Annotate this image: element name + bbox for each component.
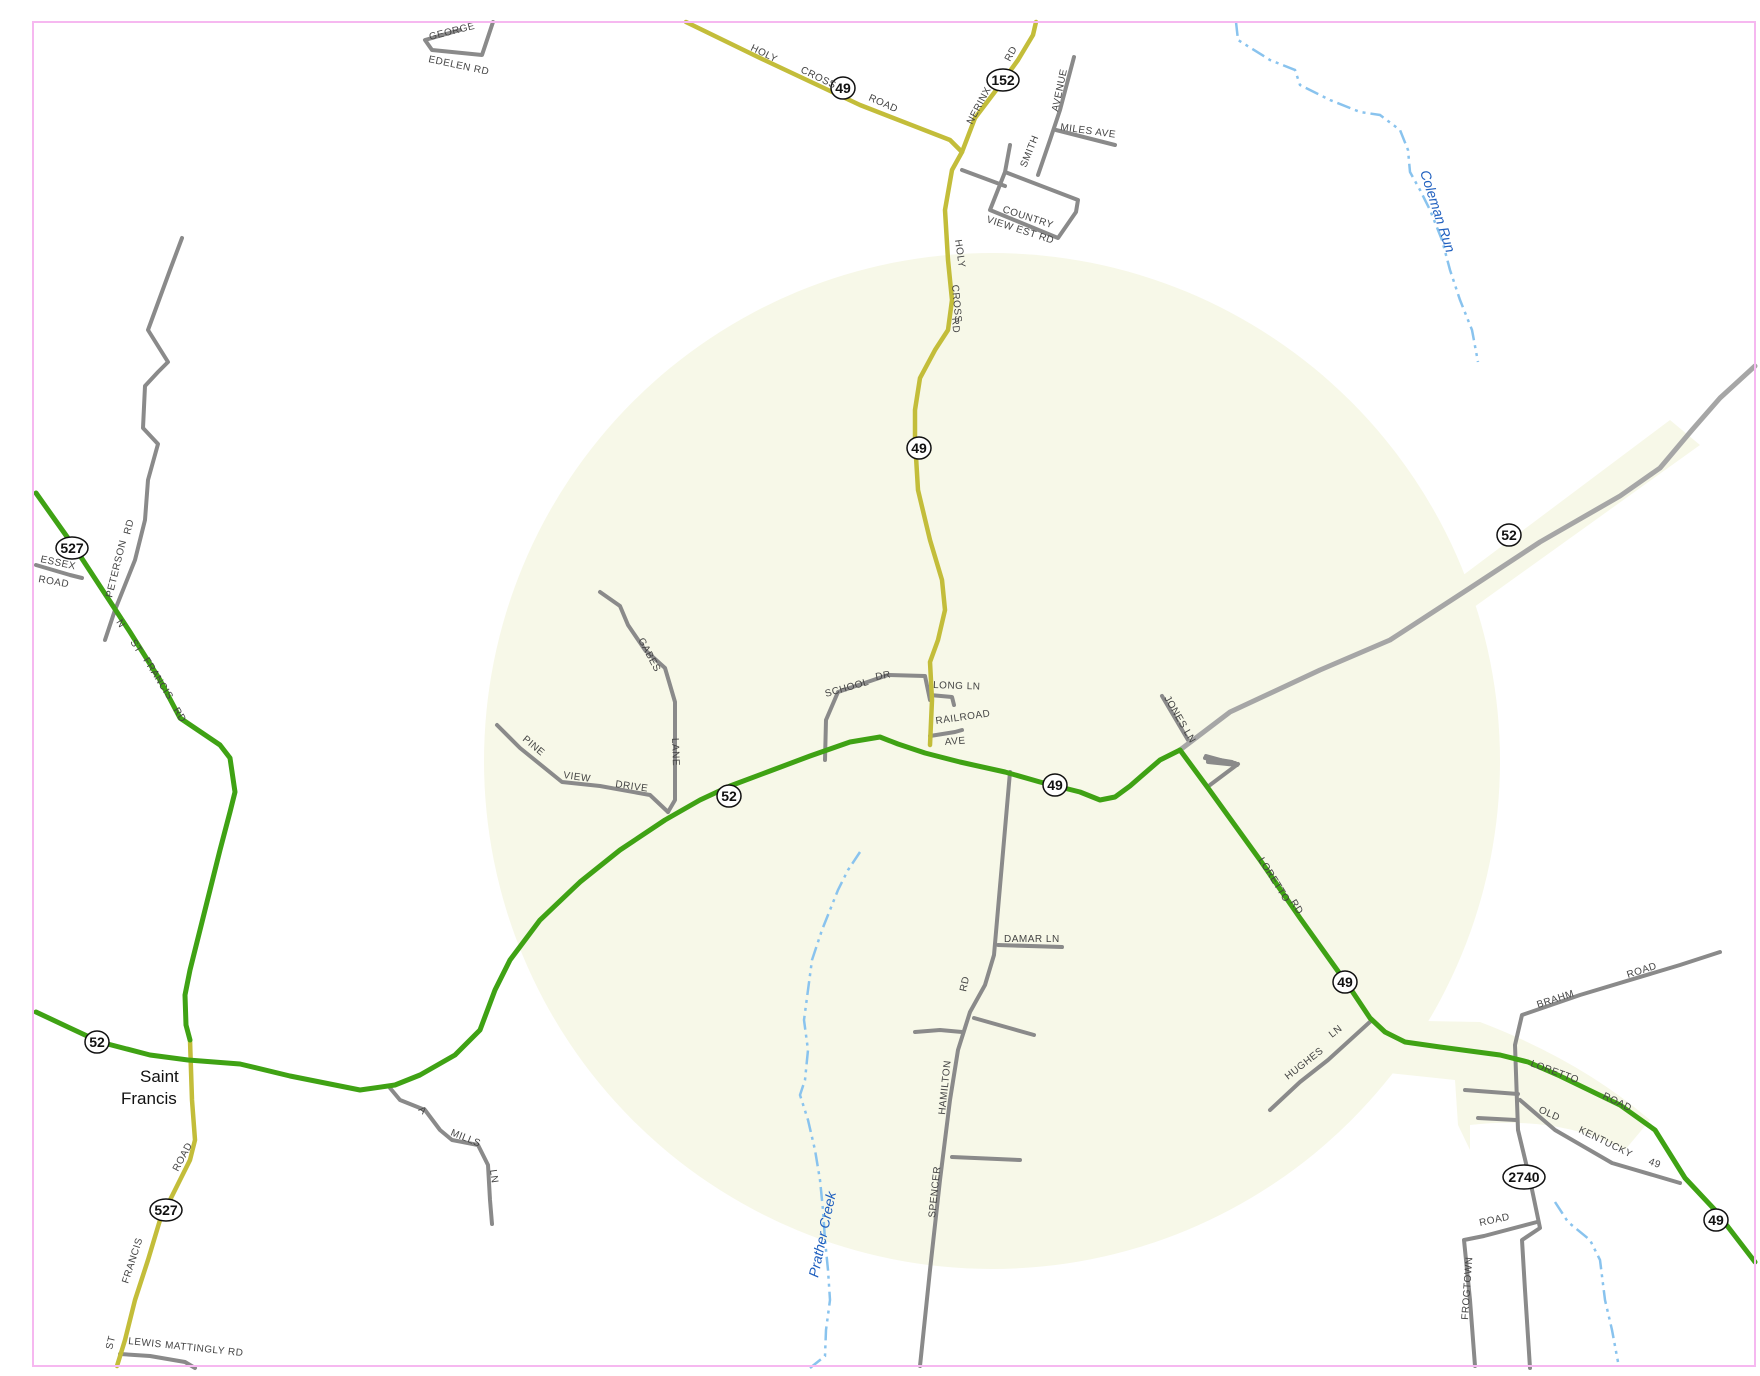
route-shield: 527 [149, 1198, 183, 1222]
route-shield: 49 [1332, 970, 1358, 994]
svg-text:152: 152 [991, 72, 1015, 88]
route-49-loretto [1177, 747, 1758, 1265]
highlight-area [484, 253, 1700, 1269]
stream-label: Coleman Run [1417, 168, 1459, 255]
svg-text:49: 49 [835, 80, 851, 96]
road-label: ST [104, 1335, 118, 1351]
road-label: RD [949, 317, 961, 333]
road-label: VIEW [563, 770, 592, 785]
shields: 49 152 49 52 49 52 527 52 49 527 2740 49 [55, 68, 1729, 1232]
route-shield: 49 [906, 436, 932, 460]
southeast-stream [1553, 1201, 1620, 1363]
prather-creek-stream [798, 851, 862, 1369]
road-label: FROGTOWN [1460, 1256, 1475, 1320]
svg-text:527: 527 [154, 1202, 178, 1218]
road-label: LONG LN [933, 680, 981, 693]
road-label: DAMAR LN [1004, 934, 1060, 945]
svg-text:52: 52 [89, 1034, 105, 1050]
route-shield: 49 [830, 76, 856, 100]
road-label: EDELEN RD [427, 54, 490, 78]
road-label: FRANCIS [140, 656, 174, 702]
road-label: GEORGE [428, 21, 476, 43]
road-label: DR [875, 669, 892, 683]
svg-text:527: 527 [60, 540, 84, 556]
route-52-east [1177, 363, 1758, 753]
place-label: Saint [140, 1067, 179, 1086]
route-shield: 152 [986, 68, 1020, 92]
road-label: DRIVE [615, 779, 649, 794]
route-49-north [683, 19, 965, 748]
route-shield: 52 [1496, 523, 1522, 547]
road-label: RD [122, 518, 136, 536]
route-shield: 49 [1703, 1208, 1729, 1232]
route-shield: 2740 [1502, 1164, 1546, 1190]
road-label: ROAD [37, 574, 69, 590]
road-label: SMITH [1019, 134, 1042, 169]
road-label: BRAHM [1536, 988, 1576, 1010]
road-label: LANE [669, 738, 681, 766]
place-label: Francis [121, 1089, 177, 1108]
svg-text:52: 52 [1501, 527, 1517, 543]
svg-text:49: 49 [1708, 1212, 1724, 1228]
road-label: ROAD [1478, 1212, 1511, 1229]
road-label: AVE [944, 736, 965, 748]
map-frame [32, 21, 1756, 1367]
road-label: CROSS [949, 284, 963, 323]
local-roads [34, 20, 1722, 1370]
road-label: HOLY [952, 239, 967, 269]
route-shield: 52 [716, 784, 742, 808]
route-shield: 527 [55, 536, 89, 560]
road-label: SPENCER [927, 1166, 943, 1219]
coleman-run-stream [1234, 21, 1480, 363]
road-label: 49 [1647, 1156, 1662, 1170]
svg-text:49: 49 [911, 440, 927, 456]
road-label: NERINX [965, 85, 994, 126]
route-shield: 52 [84, 1030, 110, 1054]
svg-text:52: 52 [721, 788, 737, 804]
svg-text:2740: 2740 [1508, 1169, 1539, 1185]
svg-text:49: 49 [1047, 777, 1063, 793]
road-label: LN [487, 1169, 500, 1184]
road-label: RD [958, 975, 972, 992]
road-label: MILLS [449, 1128, 482, 1150]
road-label: PETERSON [104, 539, 129, 599]
route-shield: 49 [1042, 773, 1068, 797]
svg-text:49: 49 [1337, 974, 1353, 990]
route-527-north [33, 490, 238, 1043]
